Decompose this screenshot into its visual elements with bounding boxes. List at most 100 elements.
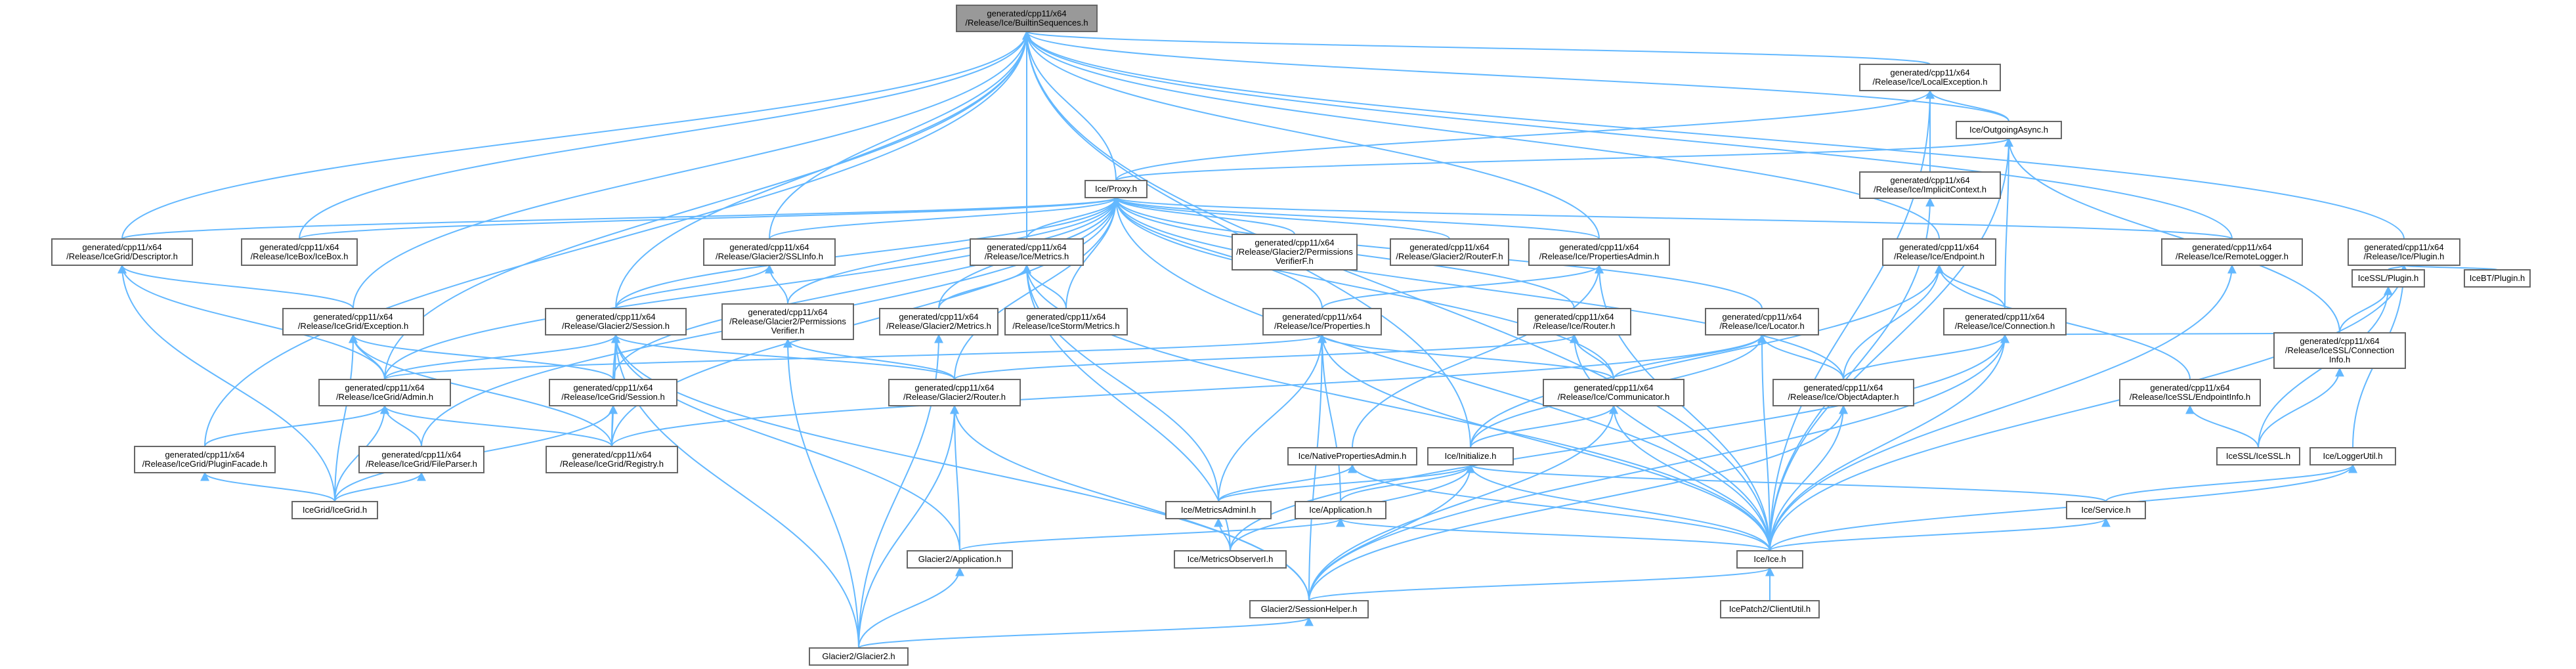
node-sessionhelper[interactable]: Glacier2/SessionHelper.h	[1249, 600, 1369, 618]
node-icemetrics[interactable]: generated/cpp11/x64/Release/Ice/Metrics.…	[970, 238, 1084, 266]
node-icerouter[interactable]: generated/cpp11/x64/Release/Ice/Router.h	[1517, 308, 1631, 335]
edge-sessionhelper-to-iceobjectadapter	[1308, 404, 1848, 601]
edge-icecommunicator-to-proxy	[1111, 196, 1614, 380]
node-icesslplugin[interactable]: IceSSL/Plugin.h	[2351, 269, 2425, 288]
node-glacier2router-box	[888, 379, 1021, 406]
node-metricsadmini-label-line-0: Ice/MetricsAdminI.h	[1181, 505, 1256, 515]
node-iceremotelogger[interactable]: generated/cpp11/x64/Release/Ice/RemoteLo…	[2161, 238, 2303, 266]
node-icelocator[interactable]: generated/cpp11/x64/Release/Ice/Locator.…	[1705, 308, 1819, 335]
node-iceobjectadapter[interactable]: generated/cpp11/x64/Release/Ice/ObjectAd…	[1772, 379, 1914, 406]
node-iceplugin[interactable]: generated/cpp11/x64/Release/Ice/Plugin.h	[2348, 238, 2460, 266]
edge-icesslconnectioninfo-to-outgoingasync	[2004, 137, 2340, 334]
edge-icepropertiesadmin-to-root	[1022, 30, 1600, 240]
node-icegridfileparser[interactable]: generated/cpp11/x64/Release/IceGrid/File…	[358, 446, 484, 473]
node-localexception-box	[1859, 64, 2001, 91]
node-glacier2router[interactable]: generated/cpp11/x64/Release/Glacier2/Rou…	[888, 379, 1021, 406]
node-icegridpluginfacade-label-line-0: generated/cpp11/x64	[165, 450, 244, 460]
edge-iceice-to-iceconnection	[1769, 334, 2009, 551]
node-icegridexception-label-line-0: generated/cpp11/x64	[313, 312, 393, 322]
node-glacier2glacier2[interactable]: Glacier2/Glacier2.h	[809, 647, 909, 666]
node-iceconnection-label-line-1: /Release/Ice/Connection.h	[1955, 321, 2055, 331]
edge-icegriddescriptor-to-proxy	[121, 196, 1121, 240]
edge-icegridfileparser-to-icegridadmin	[380, 404, 422, 447]
node-loggerutil[interactable]: Ice/LoggerUtil.h	[2309, 447, 2396, 465]
node-initialize[interactable]: Ice/Initialize.h	[1427, 447, 1514, 465]
node-icesslendpointinfo-box	[2119, 379, 2261, 406]
edge-icepropertiesadmin-to-proxy	[1111, 196, 1600, 240]
edge-icegridicegrid-to-icegridfileparser	[334, 471, 426, 502]
node-iceendpoint[interactable]: generated/cpp11/x64/Release/Ice/Endpoint…	[1882, 238, 1996, 266]
node-icestormmetrics[interactable]: generated/cpp11/x64/Release/IceStorm/Met…	[1004, 308, 1128, 335]
edge-iceice-to-iceobjectadapter	[1769, 404, 1848, 551]
node-glacier2routerf[interactable]: generated/cpp11/x64/Release/Glacier2/Rou…	[1390, 238, 1509, 266]
node-outgoingasync[interactable]: Ice/OutgoingAsync.h	[1956, 121, 2062, 139]
node-iceice-label-line-0: Ice/Ice.h	[1753, 554, 1786, 564]
node-icepatch2clientutil[interactable]: IcePatch2/ClientUtil.h	[1720, 600, 1820, 618]
node-icegridsession[interactable]: generated/cpp11/x64/Release/IceGrid/Sess…	[549, 379, 677, 406]
node-icegridpluginfacade[interactable]: generated/cpp11/x64/Release/IceGrid/Plug…	[134, 446, 276, 473]
node-icepropertiesadmin[interactable]: generated/cpp11/x64/Release/Ice/Properti…	[1528, 238, 1670, 266]
node-icecommunicator[interactable]: generated/cpp11/x64/Release/Ice/Communic…	[1543, 379, 1685, 406]
edge-iceboxicebox-to-root	[299, 30, 1031, 240]
node-glacier2sslinfo[interactable]: generated/cpp11/x64/Release/Glacier2/SSL…	[703, 238, 836, 266]
node-glacier2routerf-label-line-0: generated/cpp11/x64	[1409, 242, 1489, 252]
node-icegridadmin[interactable]: generated/cpp11/x64/Release/IceGrid/Admi…	[318, 379, 451, 406]
node-initialize-box	[1427, 447, 1514, 465]
node-service[interactable]: Ice/Service.h	[2066, 501, 2146, 519]
node-iceendpoint-box	[1882, 238, 1996, 266]
node-glacier2sslinfo-label-line-1: /Release/Glacier2/SSLInfo.h	[716, 251, 823, 261]
edge-sessionhelper-to-iceproperties	[1308, 334, 1327, 601]
node-metricsadmini[interactable]: Ice/MetricsAdminI.h	[1165, 501, 1272, 519]
node-icepropertiesadmin-label-line-0: generated/cpp11/x64	[1559, 242, 1639, 252]
node-icegridregistry[interactable]: generated/cpp11/x64/Release/IceGrid/Regi…	[546, 446, 678, 473]
edge-iceendpoint-to-root	[1022, 30, 1940, 240]
node-icegridadmin-label-line-1: /Release/IceGrid/Admin.h	[336, 392, 433, 402]
edge-iceremotelogger-to-root	[1022, 30, 2233, 240]
node-icesslendpointinfo[interactable]: generated/cpp11/x64/Release/IceSSL/Endpo…	[2119, 379, 2261, 406]
node-icebtplugin[interactable]: IceBT/Plugin.h	[2464, 269, 2531, 288]
node-icesslplugin-label-line-0: IceSSL/Plugin.h	[2358, 273, 2419, 283]
node-glacier2session-label-line-0: generated/cpp11/x64	[576, 312, 655, 322]
edge-sessionhelper-to-iceconnection	[1308, 334, 2009, 601]
edge-glacier2session-to-proxy	[615, 196, 1121, 309]
node-icegriddescriptor[interactable]: generated/cpp11/x64/Release/IceGrid/Desc…	[51, 238, 193, 266]
edge-glacier2permverifier-to-proxy	[787, 196, 1121, 305]
node-icegridexception[interactable]: generated/cpp11/x64/Release/IceGrid/Exce…	[282, 308, 424, 335]
node-iceboxicebox-label-line-0: generated/cpp11/x64	[259, 242, 339, 252]
node-iceremotelogger-label-line-0: generated/cpp11/x64	[2192, 242, 2271, 252]
node-metricsobserveri[interactable]: Ice/MetricsObserverI.h	[1174, 550, 1287, 569]
node-glacier2permverifierf[interactable]: generated/cpp11/x64/Release/Glacier2/Per…	[1232, 234, 1358, 270]
node-root[interactable]: generated/cpp11/x64/Release/Ice/BuiltinS…	[956, 5, 1098, 32]
node-iceconnection-label-line-0: generated/cpp11/x64	[1965, 312, 2044, 322]
edge-icesslconnectioninfo-to-icesslplugin	[2339, 286, 2393, 334]
edge-icegridicegrid-to-icegriddescriptor	[118, 264, 335, 502]
node-implicitcontext-label-line-0: generated/cpp11/x64	[1890, 175, 1969, 185]
node-localexception[interactable]: generated/cpp11/x64/Release/Ice/LocalExc…	[1859, 64, 2001, 91]
node-icegridicegrid[interactable]: IceGrid/IceGrid.h	[291, 501, 378, 519]
node-glacier2permverifier[interactable]: generated/cpp11/x64/Release/Glacier2/Per…	[721, 303, 854, 340]
edge-iceice-to-outgoingasync	[1769, 137, 2013, 551]
node-icestormmetrics-label-line-1: /Release/IceStorm/Metrics.h	[1012, 321, 1119, 331]
node-nativepropertiesadmin[interactable]: Ice/NativePropertiesAdmin.h	[1287, 447, 1417, 465]
node-application[interactable]: Ice/Application.h	[1295, 501, 1386, 519]
edge-outgoingasync-to-localexception	[1925, 89, 2009, 122]
node-glacier2session[interactable]: generated/cpp11/x64/Release/Glacier2/Ses…	[545, 308, 687, 335]
edge-service-to-initialize	[1466, 464, 2107, 502]
node-proxy-label-line-0: Ice/Proxy.h	[1095, 184, 1137, 194]
node-iceboxicebox[interactable]: generated/cpp11/x64/Release/IceBox/IceBo…	[241, 238, 358, 266]
node-metricsobserveri-box	[1174, 550, 1287, 569]
node-iceboxicebox-box	[241, 238, 358, 266]
node-proxy[interactable]: Ice/Proxy.h	[1084, 180, 1148, 198]
node-icesslconnectioninfo[interactable]: generated/cpp11/x64/Release/IceSSL/Conne…	[2273, 332, 2406, 369]
node-glacier2metrics[interactable]: generated/cpp11/x64/Release/Glacier2/Met…	[879, 308, 998, 335]
node-implicitcontext[interactable]: generated/cpp11/x64/Release/Ice/Implicit…	[1859, 171, 2001, 199]
edge-metricsadmini-to-icemetrics	[1022, 264, 1219, 502]
node-iceice[interactable]: Ice/Ice.h	[1736, 550, 1803, 569]
node-glacier2application[interactable]: Glacier2/Application.h	[907, 550, 1013, 569]
node-icerouter-label-line-0: generated/cpp11/x64	[1534, 312, 1614, 322]
node-iceproperties[interactable]: generated/cpp11/x64/Release/Ice/Properti…	[1262, 308, 1382, 335]
node-iceconnection[interactable]: generated/cpp11/x64/Release/Ice/Connecti…	[1943, 308, 2067, 335]
edge-sessionhelper-to-glacier2router	[950, 404, 1310, 601]
node-icessl[interactable]: IceSSL/IceSSL.h	[2216, 447, 2300, 465]
